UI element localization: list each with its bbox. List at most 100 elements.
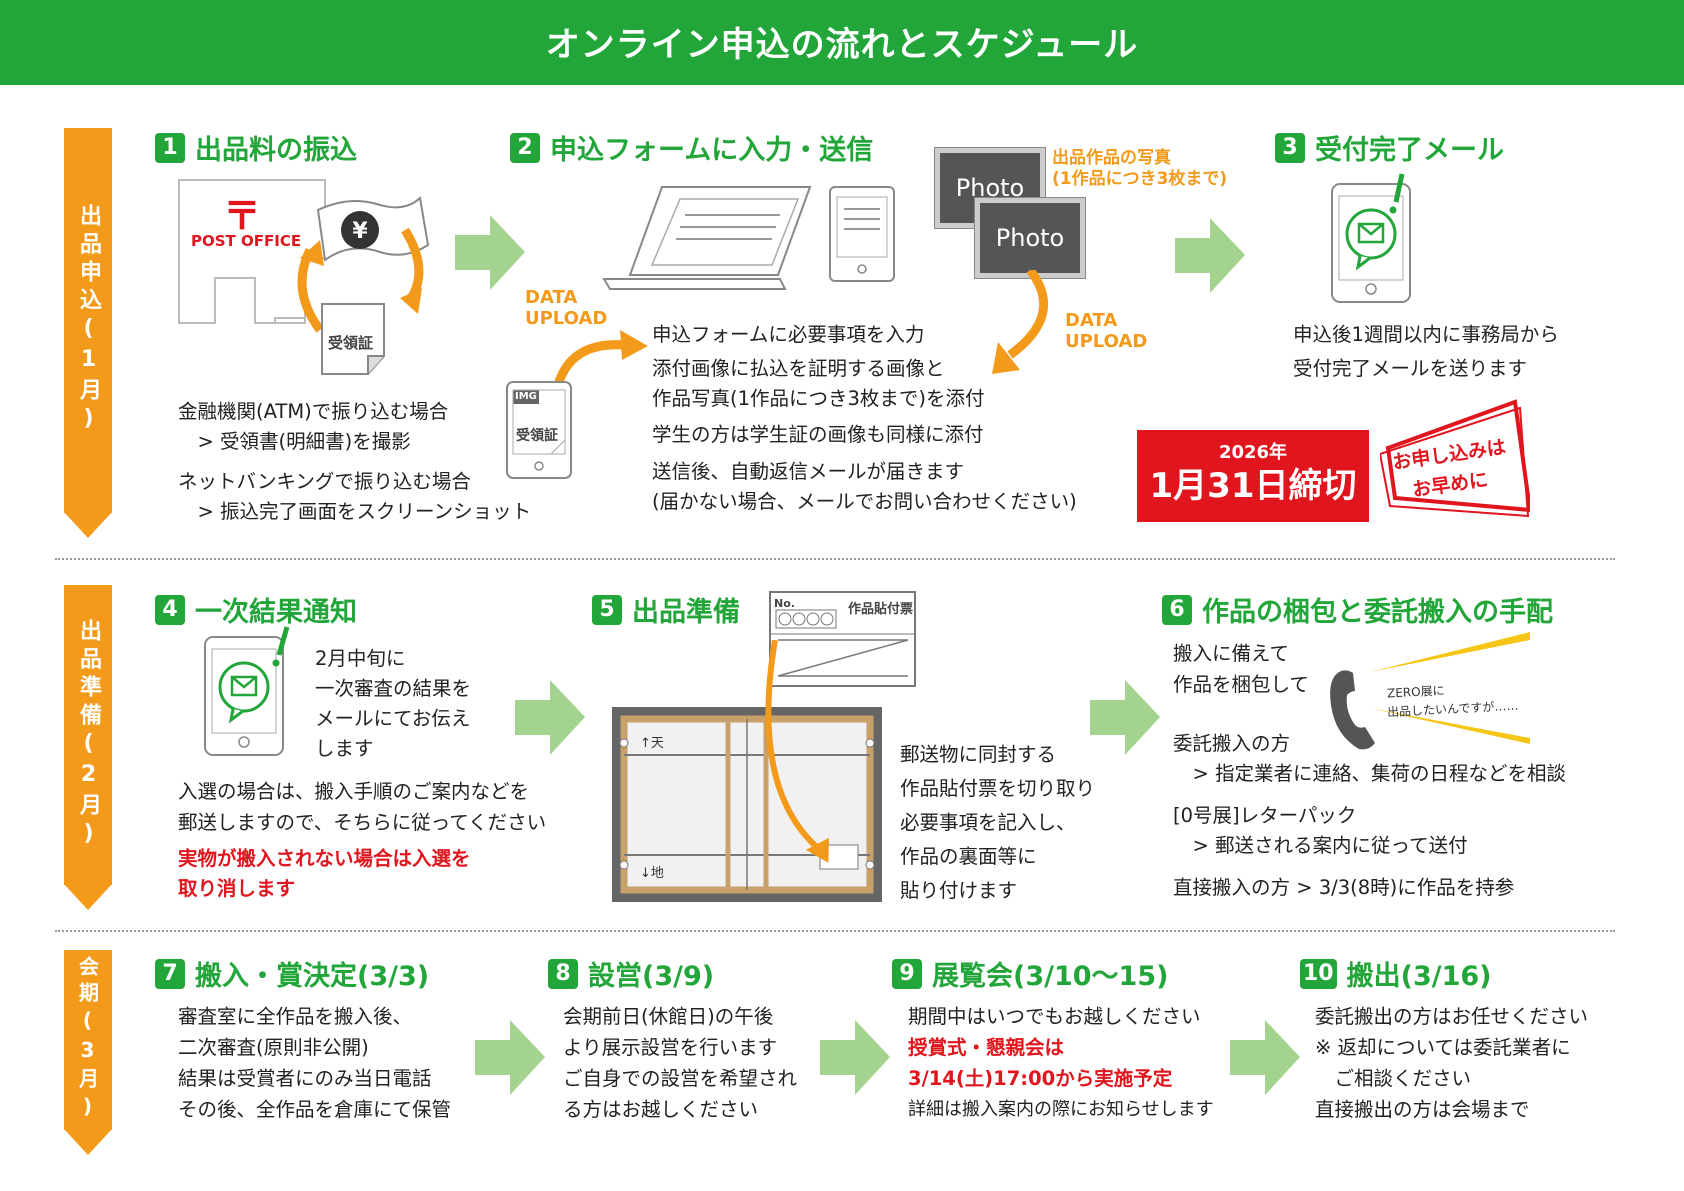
photo-caption-1: 出品作品の写真 [1052, 148, 1171, 168]
band-label-january: 出品申込(1月) [76, 204, 101, 437]
step-8-text-1: 会期前日(休館日)の午後 [563, 1005, 774, 1028]
step-8-text-3: ご自身での設営を希望され [563, 1067, 798, 1090]
flow-arrow-7 [1230, 1020, 1300, 1095]
flow-arrow-3 [515, 680, 585, 755]
step-7-text-3: 結果は受賞者にのみ当日電話 [178, 1067, 432, 1090]
flow-arrow-4 [1090, 680, 1160, 755]
step-7-text-4: その後、全作品を倉庫にて保管 [178, 1098, 452, 1121]
step-4-side-4: します [315, 737, 374, 760]
step-1-text-3: ネットバンキングで振り込む場合 [178, 470, 471, 493]
step-7-number: 7 [155, 958, 185, 989]
step-1-title: 出品料の振込 [195, 135, 357, 166]
upload-arrow-right [992, 270, 1049, 374]
step-5-number: 5 [592, 594, 622, 625]
early-banner-icon [1380, 399, 1530, 518]
step-7-title: 搬入・賞決定(3/3) [195, 961, 430, 992]
step-4-text-2: 郵送しますので、そちらに従ってください [178, 811, 547, 834]
separator-1 [55, 558, 1615, 560]
yen-bill-icon: ¥ [316, 196, 430, 262]
step-9-number: 9 [892, 958, 922, 989]
img-receipt-label: 受領証 [516, 428, 558, 444]
step-4-title: 一次結果通知 [195, 597, 357, 628]
cycle-arrows-icon [297, 227, 424, 333]
step-6-number: 6 [1162, 594, 1192, 625]
receipt-icon [321, 303, 385, 375]
step-7-text-1: 審査室に全作品を搬入後、 [178, 1005, 413, 1028]
step-4-warning-2: 取り消します [178, 877, 296, 900]
post-office-label: POST OFFICE [191, 232, 302, 250]
step-10-text-3: ご相談ください [1315, 1067, 1472, 1090]
step-4-side-1: 2月中旬に [315, 647, 406, 670]
upload-label-left-1: DATA [525, 287, 578, 308]
step-10-text-2: ※ 返却については委託業者に [1315, 1036, 1571, 1059]
step-4-side-3: メールにてお伝え [315, 707, 471, 730]
step-2-text-2: 添付画像に払込を証明する画像と [652, 357, 945, 380]
photo-label-1: Photo [955, 174, 1025, 202]
band-arrow-3 [64, 1129, 112, 1155]
flow-arrow-2 [1175, 218, 1245, 293]
label-icon [769, 591, 916, 687]
step-6-text-7: 直接搬入の方 > 3/3(8時)に作品を持参 [1173, 876, 1515, 899]
band-label-march: 会期(3月) [75, 956, 100, 1124]
step-9-text-1: 期間中はいつでもお越しください [908, 1005, 1201, 1028]
step-10-title: 搬出(3/16) [1346, 961, 1492, 992]
band-february [64, 585, 112, 885]
step-7-text-2: 二次審査(原則非公開) [178, 1036, 369, 1059]
label-no: No. [774, 597, 795, 610]
upload-label-left-2: UPLOAD [525, 308, 608, 329]
deadline-year: 2026年 [1218, 442, 1288, 463]
band-arrow-1 [64, 512, 112, 538]
step-8-number: 8 [548, 958, 578, 989]
smartphone-receipt-icon [506, 381, 572, 479]
img-label: IMG [515, 391, 537, 402]
step-8-title: 設営(3/9) [588, 961, 715, 992]
step-7-heading: 7 搬入・賞決定(3/3) [155, 954, 429, 993]
photo-label-2: Photo [995, 224, 1065, 252]
step-1-text-4: > 振込完了画面をスクリーンショット [178, 500, 532, 523]
deadline-box: 2026年 1月31日締切 [1137, 430, 1369, 522]
step-6-text-5: [0号展]レターパック [1173, 804, 1357, 827]
step-4-number: 4 [155, 594, 185, 625]
tablet-icon [829, 186, 895, 282]
step-4-text-1: 入選の場合は、搬入手順のご案内などを [178, 780, 530, 803]
receipt-label: 受領証 [328, 334, 374, 352]
frame-top-label: ↑天 [640, 736, 664, 751]
step-9-red-2: 3/14(土)17:00から実施予定 [908, 1067, 1173, 1090]
laptop-icon [602, 186, 812, 290]
step-5-text-3: 必要事項を記入し、 [900, 811, 1076, 834]
band-label-february: 出品準備(2月) [76, 618, 101, 852]
step-2-text-5: 送信後、自動返信メールが届きます [652, 460, 965, 483]
smartphone-mail-icon [1331, 173, 1411, 303]
step-1-text-1: 金融機関(ATM)で振り込む場合 [178, 400, 449, 423]
step-4-warning-1: 実物が搬入されない場合は入選を [178, 847, 471, 870]
step-6-text-3: 委託搬入の方 [1173, 732, 1291, 755]
separator-2 [55, 930, 1615, 932]
step-9-red-1: 授賞式・懇親会は [908, 1036, 1065, 1059]
step-2-text-6: (届かない場合、メールでお問い合わせください) [652, 490, 1077, 513]
step-3-title: 受付完了メール [1315, 135, 1504, 166]
step-2-text-4: 学生の方は学生証の画像も同様に添付 [652, 423, 984, 446]
label-title: 作品貼付票 [848, 602, 914, 617]
step-6-heading: 6 作品の梱包と委託搬入の手配 [1162, 590, 1553, 629]
step-6-title: 作品の梱包と委託搬入の手配 [1202, 597, 1553, 628]
flow-arrow-1 [455, 215, 525, 290]
frame-bottom-label: ↓地 [640, 866, 664, 881]
step-5-text-1: 郵送物に同封する [900, 743, 1057, 766]
flow-arrow-5 [475, 1020, 545, 1095]
step-9-text-2: 詳細は搬入案内の際にお知らせします [908, 1099, 1214, 1120]
step-4-heading: 4 一次結果通知 [155, 590, 357, 629]
svg-text:¥: ¥ [352, 219, 368, 244]
band-arrow-2 [64, 884, 112, 910]
call-bubble-1: ZERO展に [1386, 683, 1445, 701]
step-2-number: 2 [510, 132, 540, 163]
step-3-number: 3 [1275, 132, 1305, 163]
step-2-text-1: 申込フォームに必要事項を入力 [652, 323, 925, 346]
step-5-text-4: 作品の裏面等に [900, 845, 1037, 868]
step-10-text-4: 直接搬出の方は会場まで [1315, 1098, 1530, 1121]
step-6-text-6: > 郵送される案内に従って送付 [1173, 834, 1468, 857]
step-3-text-1: 申込後1週間以内に事務局から [1293, 323, 1559, 346]
step-9-title: 展覧会(3/10〜15) [932, 961, 1169, 992]
